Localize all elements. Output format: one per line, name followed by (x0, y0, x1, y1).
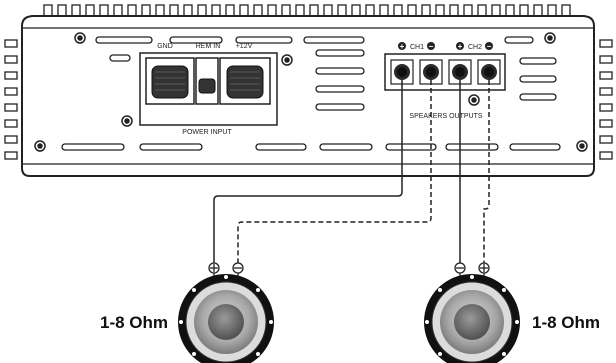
right-speaker-plus-icon (478, 262, 490, 274)
gnd-label: GND (157, 43, 173, 50)
speaker-wiring (213, 80, 490, 263)
left-speaker (178, 274, 274, 363)
heatsink-fins-top (43, 4, 571, 20)
right-speaker (424, 274, 520, 363)
power-input-label: POWER INPUT (182, 129, 232, 136)
ch2-label: CH2 (468, 44, 482, 51)
minus-symbol-ch1-icon: − (427, 42, 435, 51)
wire-ch2-negative (483, 80, 490, 263)
right-speaker-impedance-label: 1-8 Ohm (532, 313, 600, 332)
svg-text:−: − (487, 42, 492, 51)
svg-text:+: + (458, 42, 463, 51)
plus-symbol-ch2-icon: + (456, 42, 464, 51)
right-speaker-minus-icon (454, 262, 466, 274)
left-speaker-impedance-label: 1-8 Ohm (100, 313, 168, 332)
speakers-outputs-label: SPEAKERS OUTPUTS (409, 113, 482, 120)
ch2-plus-terminal (448, 59, 472, 85)
plus-12v-label: +12V (236, 43, 253, 50)
wire-ch1-positive (213, 80, 403, 263)
heatsink-fins-left (4, 39, 18, 160)
vent-slots-bottom (61, 143, 561, 151)
right-speaker-terminals (454, 262, 490, 282)
svg-text:−: − (429, 42, 434, 51)
left-speaker-plus-icon (208, 262, 220, 274)
ch1-plus-terminal (390, 59, 414, 85)
ch1-label: CH1 (410, 44, 424, 51)
svg-text:+: + (400, 42, 405, 51)
minus-symbol-ch2-icon: − (485, 42, 493, 51)
heatsink-fins-right (599, 39, 613, 160)
power-input-terminal-block (139, 52, 278, 126)
vent-slots-top (95, 36, 557, 111)
mounting-screws (34, 32, 588, 152)
left-speaker-minus-icon (232, 262, 244, 274)
rem-in-label: REM IN (196, 43, 221, 50)
speaker-outputs-terminal-block (384, 53, 506, 91)
plus-symbol-ch1-icon: + (398, 42, 406, 51)
wire-ch1-negative (237, 80, 432, 263)
amplifier: GND REM IN +12V POWER INPUT (4, 4, 613, 177)
ch1-minus-terminal (419, 59, 443, 85)
ch2-minus-terminal (477, 59, 501, 85)
